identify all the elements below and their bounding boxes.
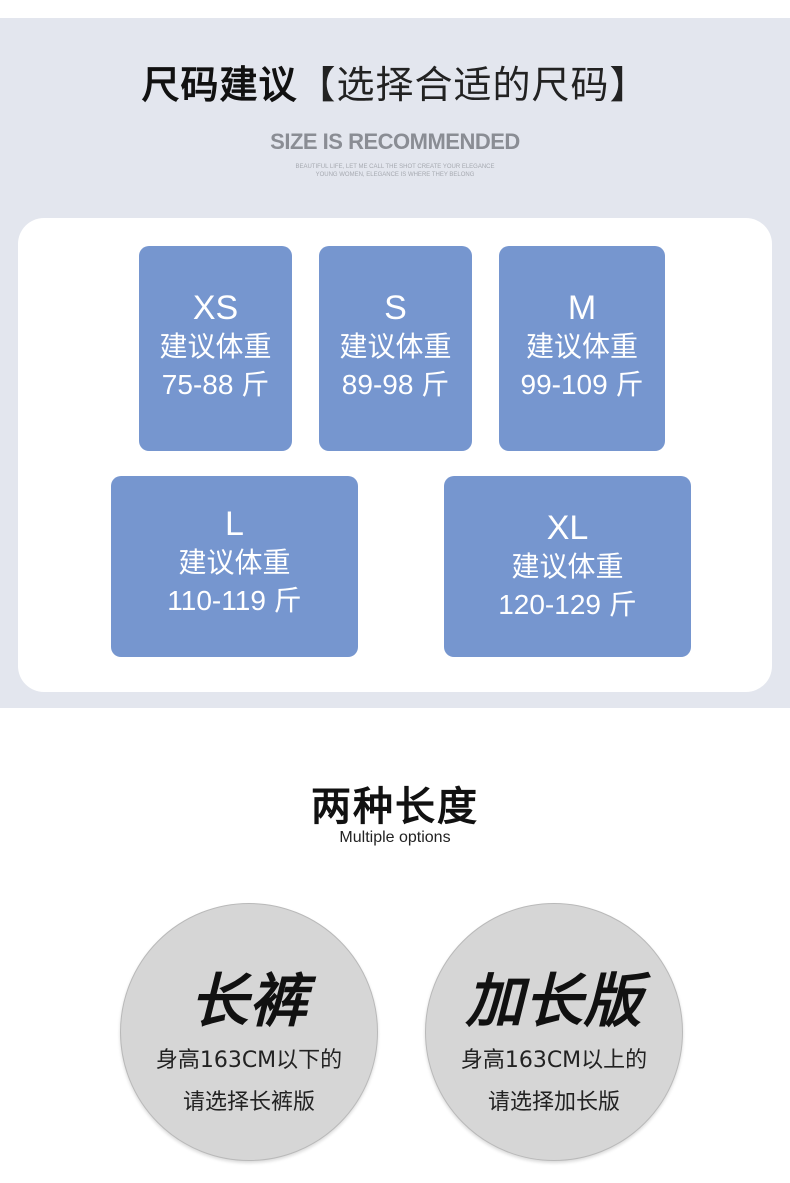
title-main: 尺码建议: [141, 63, 298, 107]
length-options-title: 两种长度: [311, 784, 479, 830]
title-sub: 【选择合适的尺码】: [297, 63, 649, 107]
weight-range: 99-109 斤: [520, 369, 644, 400]
size-name: M: [567, 289, 597, 327]
length-options-subtitle: Multiple options: [339, 829, 451, 846]
option-instruction: 请选择加长版: [487, 1090, 620, 1115]
weight-label: 建议体重: [511, 550, 624, 583]
size-name: XS: [192, 289, 239, 327]
tagline-line-1: BEAUTIFUL LIFE, LET ME CALL THE SHOT CRE…: [295, 164, 495, 170]
option-condition: 身高163CM以上的: [460, 1048, 648, 1073]
option-condition: 身高163CM以下的: [155, 1048, 343, 1073]
length-option-regular: 长裤 身高163CM以下的 请选择长裤版: [120, 903, 378, 1161]
size-name: L: [225, 505, 244, 543]
weight-label: 建议体重: [339, 330, 452, 363]
size-card-xl: XL 建议体重 120-129 斤: [444, 476, 691, 657]
option-name: 长裤: [189, 967, 308, 1035]
size-card-l: L 建议体重 110-119 斤: [111, 476, 358, 657]
size-guide-title: 尺码建议【选择合适的尺码】: [0, 62, 790, 108]
option-name: 加长版: [465, 967, 643, 1035]
size-guide-subtitle: SIZE IS RECOMMENDED: [270, 129, 520, 154]
size-card-m: M 建议体重 99-109 斤: [499, 246, 665, 451]
size-name: XL: [546, 509, 589, 547]
size-name: S: [384, 289, 407, 327]
weight-range: 75-88 斤: [161, 369, 270, 400]
option-instruction: 请选择长裤版: [182, 1090, 315, 1115]
length-option-extended: 加长版 身高163CM以上的 请选择加长版: [425, 903, 683, 1161]
weight-label: 建议体重: [178, 546, 291, 579]
weight-range: 110-119 斤: [167, 585, 302, 616]
weight-label: 建议体重: [159, 330, 272, 363]
weight-range: 120-129 斤: [498, 589, 637, 620]
tagline-line-2: YOUNG WOMEN, ELEGANCE IS WHERE THEY BELO…: [315, 172, 475, 178]
size-card-s: S 建议体重 89-98 斤: [319, 246, 472, 451]
size-card-xs: XS 建议体重 75-88 斤: [139, 246, 292, 451]
weight-range: 89-98 斤: [341, 369, 450, 400]
weight-label: 建议体重: [525, 330, 638, 363]
